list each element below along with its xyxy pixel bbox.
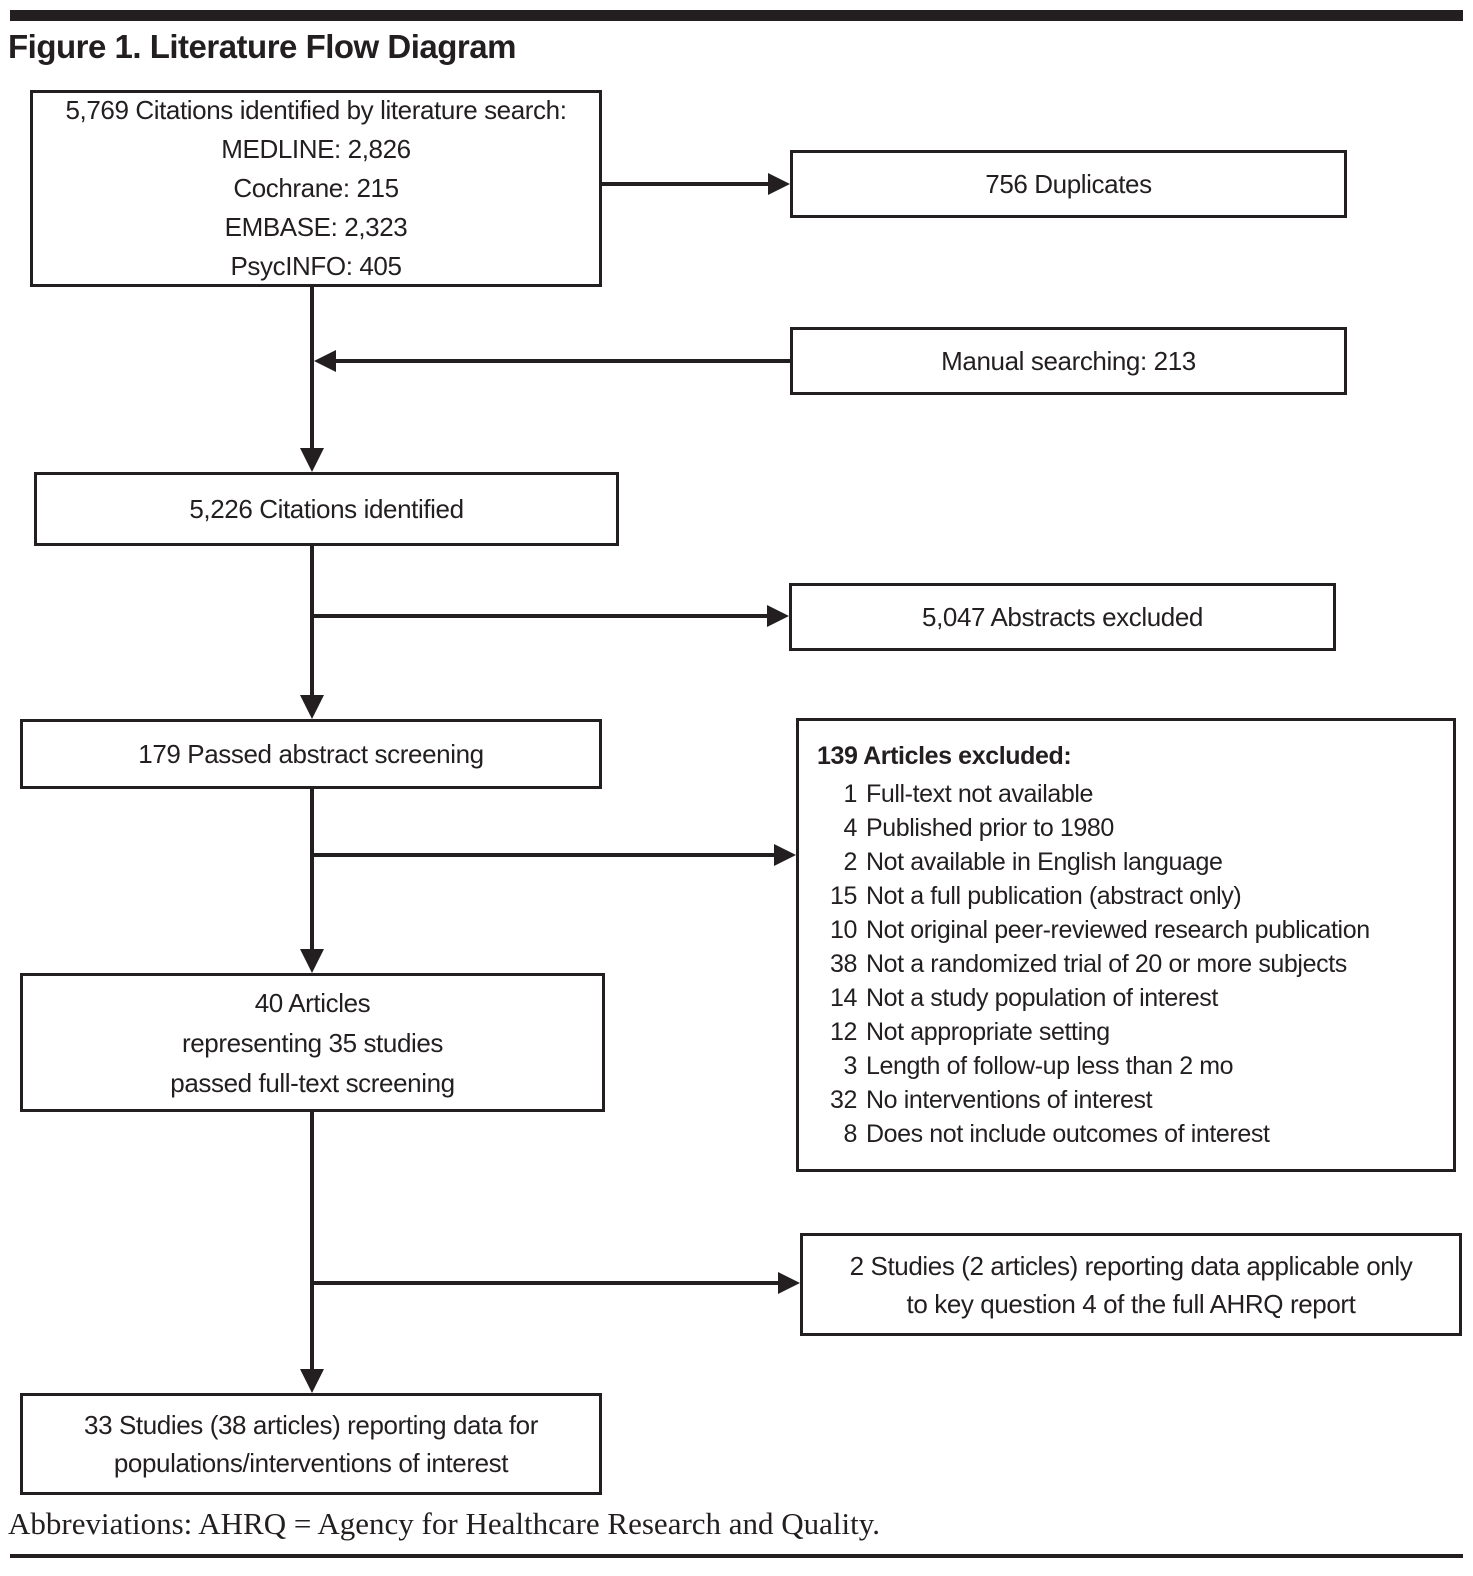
node-duplicates: 756 Duplicates (790, 150, 1347, 218)
node-passed-abstract-screening: 179 Passed abstract screening (20, 719, 602, 789)
excluded-item: 10 Not original peer-reviewed research p… (817, 913, 1445, 947)
connector-line (336, 359, 790, 363)
excluded-item-reason: Full-text not available (866, 780, 1094, 808)
excluded-item-reason: Not original peer-reviewed research publ… (866, 916, 1370, 944)
connector-line (312, 1281, 778, 1285)
node-citations-identified-label: 5,226 Citations identified (189, 493, 464, 524)
connector-line (602, 182, 768, 186)
excluded-item: 1 Full-text not available (817, 777, 1445, 811)
node-citations-search-line: Cochrane: 215 (233, 173, 399, 203)
excluded-item-reason: Not available in English language (866, 848, 1223, 876)
node-passed-fulltext-line: 40 Articles (254, 987, 371, 1018)
arrowhead-right-icon (767, 605, 789, 627)
excluded-item-reason: Length of follow-up less than 2 mo (866, 1052, 1234, 1080)
excluded-item: 12 Not appropriate setting (817, 1015, 1445, 1049)
excluded-item: 15 Not a full publication (abstract only… (817, 879, 1445, 913)
excluded-item-count: 15 (829, 882, 857, 910)
node-final-included-line: 33 Studies (38 articles) reporting data … (84, 1410, 538, 1440)
node-abstracts-excluded: 5,047 Abstracts excluded (789, 583, 1336, 651)
node-manual-searching: Manual searching: 213 (790, 327, 1347, 395)
arrowhead-down-icon (300, 1369, 324, 1393)
excluded-item-reason: Not a randomized trial of 20 or more sub… (866, 950, 1347, 978)
node-manual-searching-label: Manual searching: 213 (941, 345, 1196, 376)
bottom-rule (10, 1554, 1463, 1558)
node-passed-fulltext-line: representing 35 studies (181, 1027, 444, 1058)
excluded-item-count: 2 (843, 848, 857, 876)
top-rule (10, 10, 1463, 21)
excluded-item-count: 4 (843, 814, 857, 842)
arrowhead-down-icon (300, 695, 324, 719)
excluded-item: 38 Not a randomized trial of 20 or more … (817, 947, 1445, 981)
articles-excluded-title: 139 Articles excluded: (817, 742, 1072, 770)
connector-line (310, 546, 314, 695)
excluded-item-reason: Published prior to 1980 (866, 814, 1114, 842)
figure-title: Figure 1. Literature Flow Diagram (8, 28, 516, 65)
node-duplicates-label: 756 Duplicates (985, 168, 1152, 199)
arrowhead-right-icon (774, 844, 796, 866)
node-passed-fulltext-line: passed full-text screening (170, 1067, 455, 1098)
excluded-item-count: 10 (829, 916, 857, 944)
node-kq4-only-line: to key question 4 of the full AHRQ repor… (906, 1288, 1356, 1319)
excluded-item-count: 8 (843, 1120, 857, 1148)
excluded-item: 3 Length of follow-up less than 2 mo (817, 1049, 1445, 1083)
excluded-item: 4 Published prior to 1980 (817, 811, 1445, 845)
node-abstracts-excluded-label: 5,047 Abstracts excluded (922, 601, 1203, 632)
abbreviations-note: Abbreviations: AHRQ = Agency for Healthc… (8, 1506, 881, 1541)
excluded-item-count: 32 (829, 1086, 857, 1114)
excluded-item: 14 Not a study population of interest (817, 981, 1445, 1015)
connector-line (310, 789, 314, 949)
excluded-item-count: 1 (843, 780, 857, 808)
excluded-item: 8 Does not include outcomes of interest (817, 1117, 1445, 1151)
excluded-item: 32 No interventions of interest (817, 1083, 1445, 1117)
node-final-included: 33 Studies (38 articles) reporting data … (20, 1393, 602, 1495)
connector-line (310, 287, 314, 448)
node-citations-search-line: 5,769 Citations identified by literature… (65, 95, 567, 125)
node-kq4-only-line: 2 Studies (2 articles) reporting data ap… (849, 1250, 1413, 1281)
node-passed-fulltext: 40 Articles representing 35 studies pass… (20, 973, 605, 1112)
excluded-item-count: 38 (829, 950, 857, 978)
excluded-item-count: 14 (829, 984, 857, 1012)
node-final-included-line: populations/interventions of interest (113, 1448, 509, 1478)
arrowhead-down-icon (300, 448, 324, 472)
node-citations-search-line: EMBASE: 2,323 (224, 212, 408, 242)
excluded-item: 2 Not available in English language (817, 845, 1445, 879)
node-passed-abstract-screening-label: 179 Passed abstract screening (138, 738, 484, 769)
connector-line (310, 1112, 314, 1369)
excluded-item-reason: Not a full publication (abstract only) (866, 882, 1242, 910)
node-articles-excluded: 139 Articles excluded: 1 Full-text not a… (796, 718, 1456, 1172)
connector-line (312, 853, 774, 857)
excluded-item-reason: Not a study population of interest (866, 984, 1218, 1012)
node-citations-search: 5,769 Citations identified by literature… (30, 90, 602, 287)
node-citations-identified: 5,226 Citations identified (34, 472, 619, 546)
excluded-item-count: 3 (843, 1052, 857, 1080)
excluded-item-reason: No interventions of interest (866, 1086, 1153, 1114)
excluded-item-reason: Does not include outcomes of interest (866, 1120, 1270, 1148)
excluded-item-count: 12 (829, 1018, 857, 1046)
arrowhead-right-icon (768, 173, 790, 195)
connector-line (312, 614, 767, 618)
node-citations-search-line: PsycINFO: 405 (230, 251, 402, 281)
arrowhead-right-icon (778, 1272, 800, 1294)
arrowhead-down-icon (300, 949, 324, 973)
node-kq4-only: 2 Studies (2 articles) reporting data ap… (800, 1233, 1462, 1336)
excluded-item-reason: Not appropriate setting (866, 1018, 1110, 1046)
node-citations-search-line: MEDLINE: 2,826 (221, 134, 411, 164)
arrowhead-left-icon (314, 350, 336, 372)
